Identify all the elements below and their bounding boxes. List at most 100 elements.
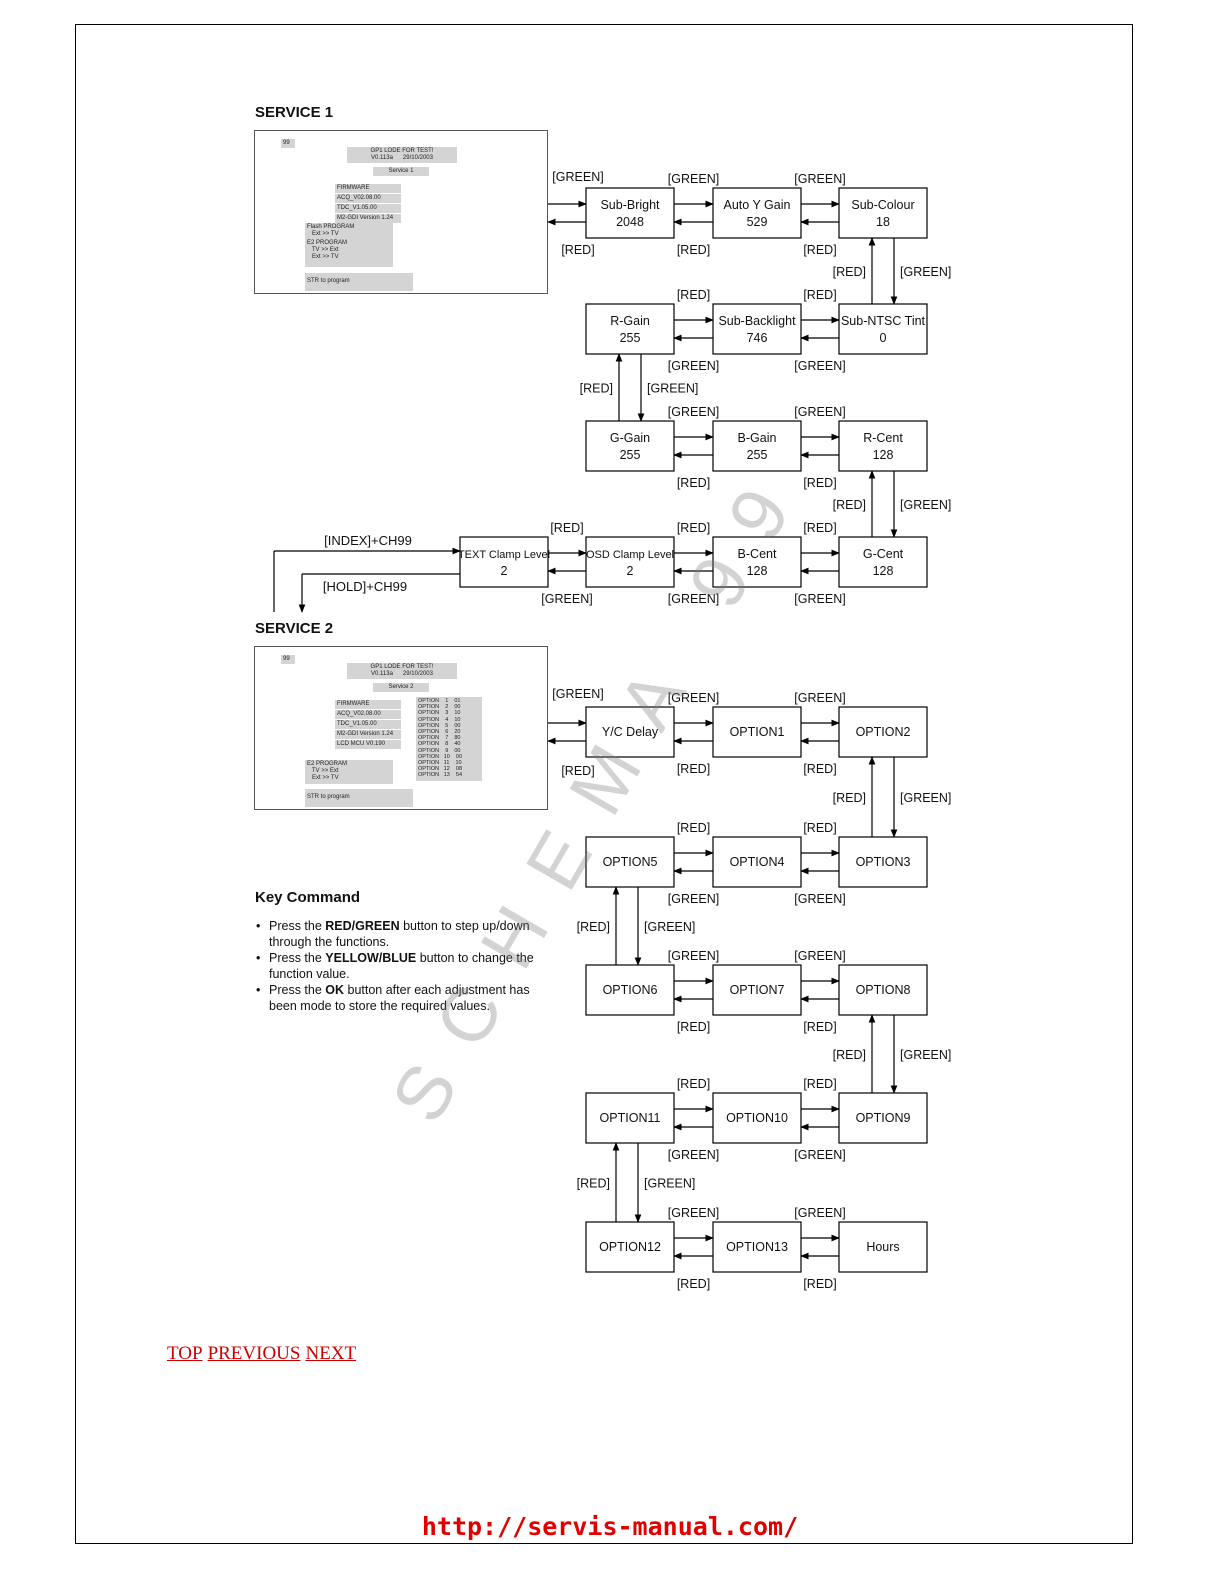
node-box-sub-colour: [838, 187, 928, 239]
node-label-b-cent: B-Cent: [738, 547, 777, 561]
key-text: Press the: [269, 983, 326, 997]
nav-next-link[interactable]: NEXT: [305, 1343, 357, 1364]
link-label: [RED]: [833, 791, 866, 805]
channel-number: 99: [281, 655, 295, 664]
node-label-g-gain: G-Gain: [610, 431, 650, 445]
link-label: [GREEN]: [644, 1177, 695, 1191]
link-label: [RED]: [803, 1277, 836, 1291]
node-value-sub-colour: 18: [876, 215, 890, 229]
node-box-option2: [838, 706, 928, 758]
link-label: [RED]: [561, 243, 594, 257]
link-label: [GREEN]: [668, 172, 719, 186]
node-box-g-cent: [838, 536, 928, 588]
link-label: [GREEN]: [668, 405, 719, 419]
node-label-option11: OPTION11: [600, 1111, 661, 1125]
node-value-b-gain: 255: [747, 448, 768, 462]
key-text: button to change the function value.: [269, 951, 534, 981]
link-label: [RED]: [677, 521, 710, 535]
node-box-b-gain: [712, 420, 802, 472]
link-label: [GREEN]: [900, 791, 951, 805]
link-label: [GREEN]: [794, 892, 845, 906]
node-box-hours: [838, 1221, 928, 1273]
nav-previous-link[interactable]: PREVIOUS: [207, 1343, 301, 1364]
screen-mode: Service 2: [373, 683, 429, 692]
link-label: [GREEN]: [794, 592, 845, 606]
node-value-sub-backlight: 746: [747, 331, 768, 345]
node-box-option3: [838, 836, 928, 888]
link-label: [RED]: [677, 1020, 710, 1034]
link-label: [GREEN]: [668, 691, 719, 705]
node-label-g-cent: G-Cent: [863, 547, 904, 561]
node-label-option10: OPTION10: [726, 1111, 788, 1125]
footer-url[interactable]: http://servis-manual.com/: [421, 1512, 799, 1541]
link-label: [GREEN]: [541, 592, 592, 606]
hold-label: [HOLD]+CH99: [323, 579, 407, 594]
service2-screen: 99 GP1 LODE FOR TEST! V0.113a 29/10/2003…: [254, 646, 548, 810]
nav-top-link[interactable]: TOP: [167, 1343, 203, 1364]
link-label: [RED]: [677, 1277, 710, 1291]
firmware-line: ACQ_V02.08.00: [335, 710, 401, 719]
firmware-line: LCD MCU V0.190: [335, 740, 401, 749]
node-label-r-cent: R-Cent: [863, 431, 903, 445]
link-label: [RED]: [803, 762, 836, 776]
node-value-r-gain: 255: [620, 331, 641, 345]
node-label-option7: OPTION7: [730, 983, 785, 997]
firmware-line: M2-GDI Version 1.24: [335, 214, 401, 223]
node-box-sub-bright: [585, 187, 675, 239]
screen-header: GP1 LODE FOR TEST! V0.113a 29/10/2003: [347, 663, 457, 679]
key-name: YELLOW/BLUE: [325, 951, 417, 965]
link-label: [RED]: [803, 243, 836, 257]
link-label: [GREEN]: [794, 1206, 845, 1220]
node-value-g-gain: 255: [620, 448, 641, 462]
channel-number: 99: [281, 139, 295, 148]
link-label: [RED]: [550, 521, 583, 535]
node-box-option7: [712, 964, 802, 1016]
node-box-option10: [712, 1092, 802, 1144]
link-label: [GREEN]: [900, 498, 951, 512]
firmware-line: M2-GDI Version 1.24: [335, 730, 401, 739]
node-box-option13: [712, 1221, 802, 1273]
link-label: [GREEN]: [644, 920, 695, 934]
node-label-text-clamp-level: TEXT Clamp Level: [458, 549, 550, 561]
node-value-g-cent: 128: [873, 564, 894, 578]
e2-program: E2 PROGRAM TV >> Ext Ext >> TV: [305, 239, 393, 267]
link-label: [GREEN]: [900, 265, 951, 279]
flash-program: Flash PROGRAM Ext >> TV: [305, 223, 393, 239]
link-label: [RED]: [833, 1048, 866, 1062]
key-text: button after each adjustment has been mo…: [269, 983, 530, 1013]
node-label-option8: OPTION8: [856, 983, 911, 997]
firmware-line: TDC_V1.05.00: [335, 720, 401, 729]
node-box-r-cent: [838, 420, 928, 472]
link-label: [RED]: [803, 288, 836, 302]
link-label: [RED]: [561, 764, 594, 778]
link-label: [RED]: [677, 1077, 710, 1091]
link-label: [GREEN]: [668, 592, 719, 606]
node-box-option1: [712, 706, 802, 758]
node-label-option6: OPTION6: [603, 983, 658, 997]
link-label: [RED]: [803, 1020, 836, 1034]
key-name: RED/GREEN: [325, 919, 400, 933]
node-box-yc-delay: [585, 706, 675, 758]
screen-mode: Service 1: [373, 167, 429, 176]
node-box-option9: [838, 1092, 928, 1144]
node-label-sub-backlight: Sub-Backlight: [718, 314, 796, 328]
link-label: [RED]: [677, 476, 710, 490]
firmware-line: FIRMWARE: [335, 184, 401, 193]
node-box-sub-backlight: [712, 303, 802, 355]
node-value-text-clamp-level: 2: [501, 564, 508, 578]
link-label: [RED]: [577, 1177, 610, 1191]
link-label: [RED]: [677, 821, 710, 835]
node-label-hours: Hours: [866, 1240, 899, 1254]
service1-title: SERVICE 1: [255, 104, 334, 121]
node-value-r-cent: 128: [873, 448, 894, 462]
node-box-r-gain: [585, 303, 675, 355]
service1-screen: 99 GP1 LODE FOR TEST! V0.113a 29/10/2003…: [254, 130, 548, 294]
key-command-list: Press the RED/GREEN button to step up/do…: [255, 918, 545, 1014]
node-label-sub-bright: Sub-Bright: [600, 198, 660, 212]
link-label: [GREEN]: [900, 1048, 951, 1062]
service2-title: SERVICE 2: [255, 620, 334, 637]
link-label: [RED]: [803, 1077, 836, 1091]
node-box-option4: [712, 836, 802, 888]
